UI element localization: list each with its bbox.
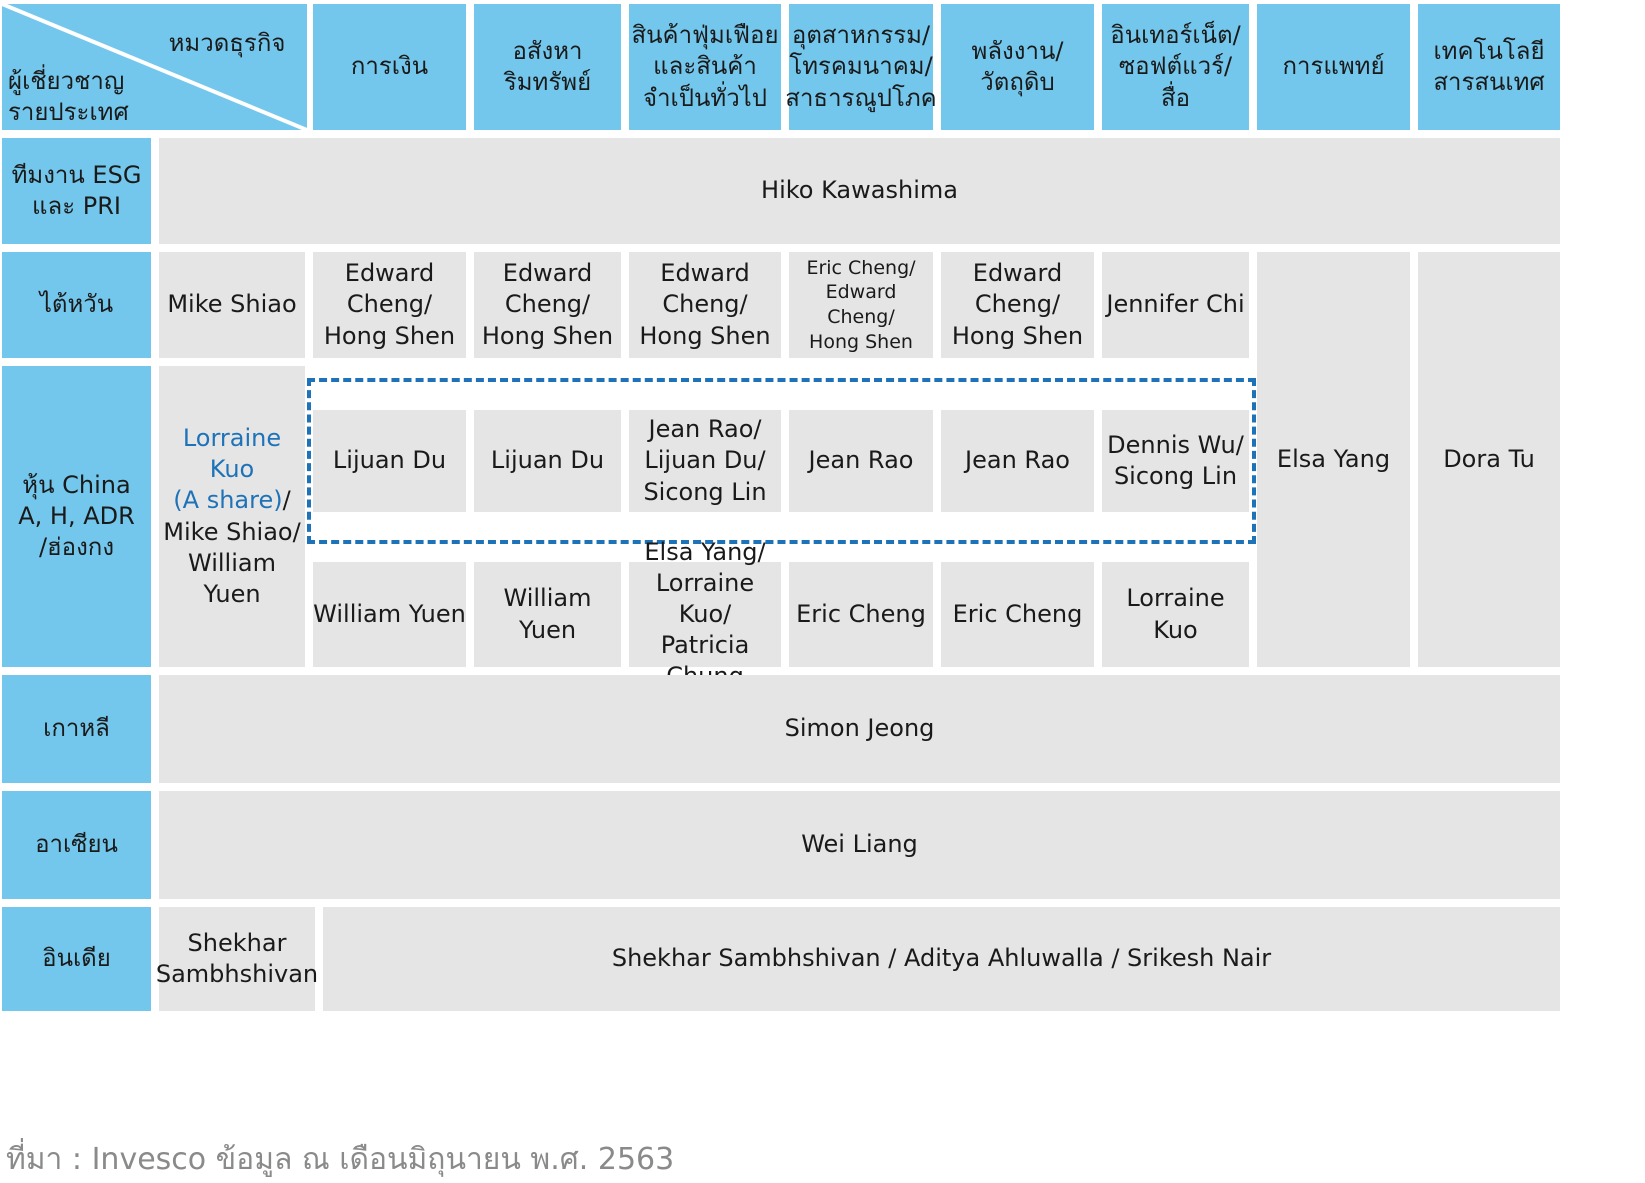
- a-share-highlight-box: [307, 378, 1256, 544]
- col-header-real-estate: อสังหา ริมทรัพย์: [474, 4, 621, 130]
- it-analyst: Dora Tu: [1418, 252, 1560, 667]
- china-a-industrials-analyst: Jean Rao: [789, 410, 933, 512]
- china-real-estate-analyst: William Yuen: [474, 562, 621, 667]
- col-header-consumer: สินค้าฟุ่มเฟือย และสินค้า จำเป็นทั่วไป: [629, 4, 781, 130]
- taiwan-internet-analyst: Jennifer Chi: [1102, 252, 1249, 358]
- corner-diagonal: [2, 4, 308, 132]
- korea-analyst: Simon Jeong: [159, 675, 1560, 783]
- col-header-internet: อินเทอร์เน็ต/ ซอฟต์แวร์/ สื่อ: [1102, 4, 1249, 130]
- row-label-india: อินเดีย: [2, 907, 151, 1011]
- china-general-rest: / Mike Shiao/ William Yuen: [163, 486, 301, 608]
- col-header-it: เทคโนโลยี สารสนเทศ: [1418, 4, 1560, 130]
- china-a-consumer-analyst: Jean Rao/ Lijuan Du/ Sicong Lin: [629, 410, 781, 512]
- china-general-analyst: Lorraine Kuo (A share)/ Mike Shiao/ Will…: [159, 366, 305, 667]
- china-general-accent-name: Lorraine Kuo: [182, 423, 282, 484]
- business-category-label: หมวดธุรกิจ: [168, 29, 286, 58]
- taiwan-consumer-analyst: Edward Cheng/ Hong Shen: [629, 252, 781, 358]
- china-finance-analyst: William Yuen: [313, 562, 466, 667]
- china-industrials-analyst: Eric Cheng: [789, 562, 933, 667]
- row-label-korea: เกาหลี: [2, 675, 151, 783]
- col-header-energy: พลังงาน/ วัตถุดิบ: [941, 4, 1094, 130]
- col-header-industrials: อุตสาหกรรม/ โทรคมนาคม/ สาธารณูปโภค: [785, 4, 937, 130]
- china-general-accent-note: (A share): [173, 486, 283, 515]
- row-label-china: หุ้น China A, H, ADR /ฮ่องกง: [2, 366, 151, 667]
- corner-header: หมวดธุรกิจ ผู้เชี่ยวชาญ รายประเทศ: [2, 4, 322, 138]
- china-a-finance-analyst: Lijuan Du: [313, 410, 466, 512]
- china-a-internet-analyst: Dennis Wu/ Sicong Lin: [1102, 410, 1249, 512]
- china-consumer-analyst: Elsa Yang/ Lorraine Kuo/ Patricia Chung: [629, 538, 781, 690]
- taiwan-energy-analyst: Edward Cheng/ Hong Shen: [941, 252, 1094, 358]
- source-note: ที่มา : Invesco ข้อมูล ณ เดือนมิถุนายน พ…: [6, 1142, 675, 1177]
- taiwan-real-estate-analyst: Edward Cheng/ Hong Shen: [474, 252, 621, 358]
- india-analysts: Shekhar Sambhshivan / Aditya Ahluwalla /…: [323, 907, 1560, 1011]
- esg-analyst: Hiko Kawashima: [159, 138, 1560, 244]
- col-header-healthcare: การแพทย์: [1257, 4, 1410, 130]
- col-header-finance: การเงิน: [313, 4, 466, 130]
- taiwan-general-analyst: Mike Shiao: [159, 252, 305, 358]
- taiwan-industrials-analyst: Eric Cheng/ Edward Cheng/ Hong Shen: [789, 252, 933, 358]
- country-expert-label: ผู้เชี่ยวชาญ รายประเทศ: [8, 66, 129, 126]
- taiwan-finance-analyst: Edward Cheng/ Hong Shen: [313, 252, 466, 358]
- china-internet-analyst: Lorraine Kuo: [1102, 562, 1249, 667]
- asean-analyst: Wei Liang: [159, 791, 1560, 899]
- india-general-analyst: Shekhar Sambhshivan: [156, 907, 318, 1011]
- china-a-energy-analyst: Jean Rao: [941, 410, 1094, 512]
- row-label-taiwan: ไต้หวัน: [2, 252, 151, 358]
- row-label-esg: ทีมงาน ESG และ PRI: [2, 138, 151, 244]
- healthcare-analyst: Elsa Yang: [1257, 252, 1410, 667]
- china-energy-analyst: Eric Cheng: [941, 562, 1094, 667]
- china-a-real-estate-analyst: Lijuan Du: [474, 410, 621, 512]
- row-label-asean: อาเซียน: [2, 791, 151, 899]
